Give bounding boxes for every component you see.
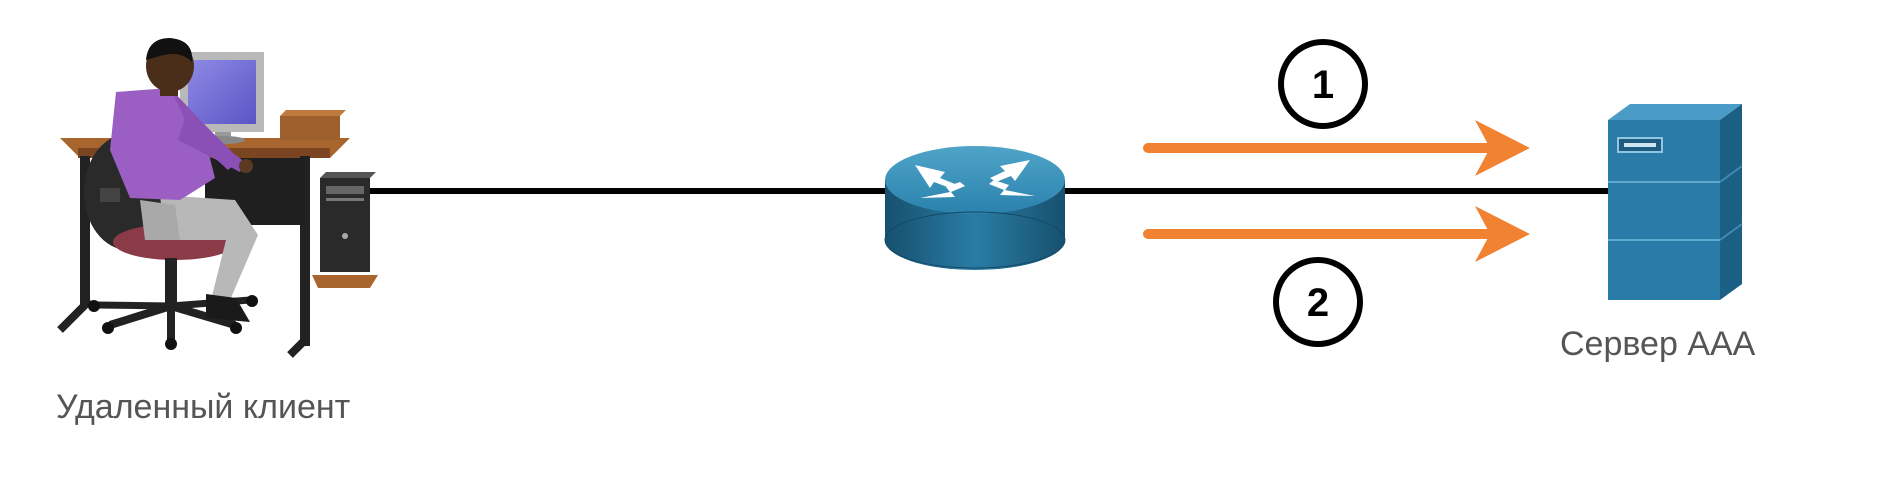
step-1-badge: 1 (1278, 39, 1368, 129)
router-icon (884, 146, 1066, 270)
step-2-badge: 2 (1273, 257, 1363, 347)
step-1-number: 1 (1312, 63, 1334, 107)
step-2-arrow (1143, 206, 1530, 262)
client-label: Удаленный клиент (56, 388, 350, 426)
server-icon (1608, 104, 1743, 300)
workstation-user-icon (57, 38, 378, 358)
server-label: Сервер AAA (1560, 325, 1756, 363)
step-2-number: 2 (1307, 281, 1329, 325)
step-1-arrow (1143, 120, 1530, 176)
